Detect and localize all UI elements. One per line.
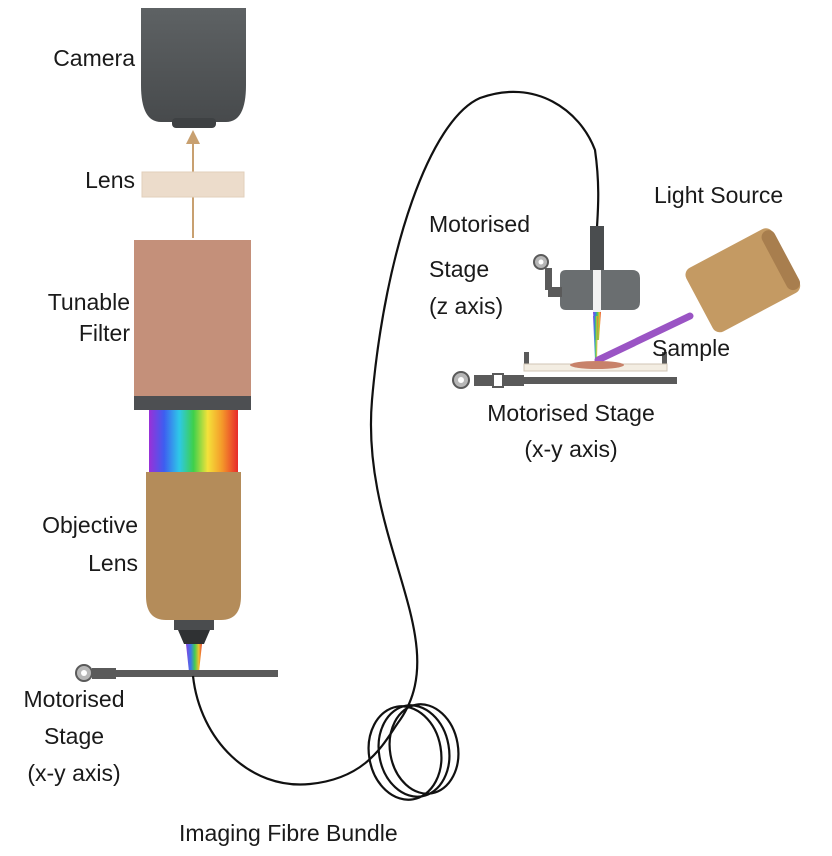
label-stage-left-line2: Stage — [43, 723, 105, 749]
label-stage-right-line1: Motorised Stage — [487, 400, 655, 426]
label-stage-right-line2: (x-y axis) — [524, 436, 618, 462]
label-stage-z-line1: Motorised — [429, 211, 530, 237]
right-stage — [452, 352, 677, 389]
left-stage — [75, 664, 278, 682]
label-stage-z-line3: (z axis) — [429, 293, 504, 319]
camera-body — [141, 8, 246, 128]
label-lens: Lens — [85, 167, 135, 193]
label-tunable-filter-line1: Tunable — [47, 289, 130, 315]
objective-lens-body — [146, 472, 241, 644]
label-camera: Camera — [53, 45, 135, 71]
label-tunable-filter-line2: Filter — [78, 320, 130, 346]
spectrum-band — [149, 410, 238, 474]
label-sample: Sample — [652, 335, 730, 361]
label-objective-lens-line1: Objective — [42, 512, 138, 538]
tunable-filter-body — [134, 240, 251, 410]
spectral-cone — [186, 644, 202, 672]
fibre-bundle — [191, 90, 600, 801]
label-fibre-bundle: Imaging Fibre Bundle — [179, 820, 398, 846]
light-source — [594, 228, 801, 364]
label-stage-z-line2: Stage — [429, 256, 490, 282]
label-stage-left-line1: Motorised — [23, 686, 125, 712]
label-light-source: Light Source — [654, 182, 784, 208]
z-stage-assembly — [533, 226, 640, 360]
label-objective-lens-line2: Lens — [88, 550, 138, 576]
lens-element — [141, 171, 245, 198]
label-stage-left-line3: (x-y axis) — [27, 760, 121, 786]
